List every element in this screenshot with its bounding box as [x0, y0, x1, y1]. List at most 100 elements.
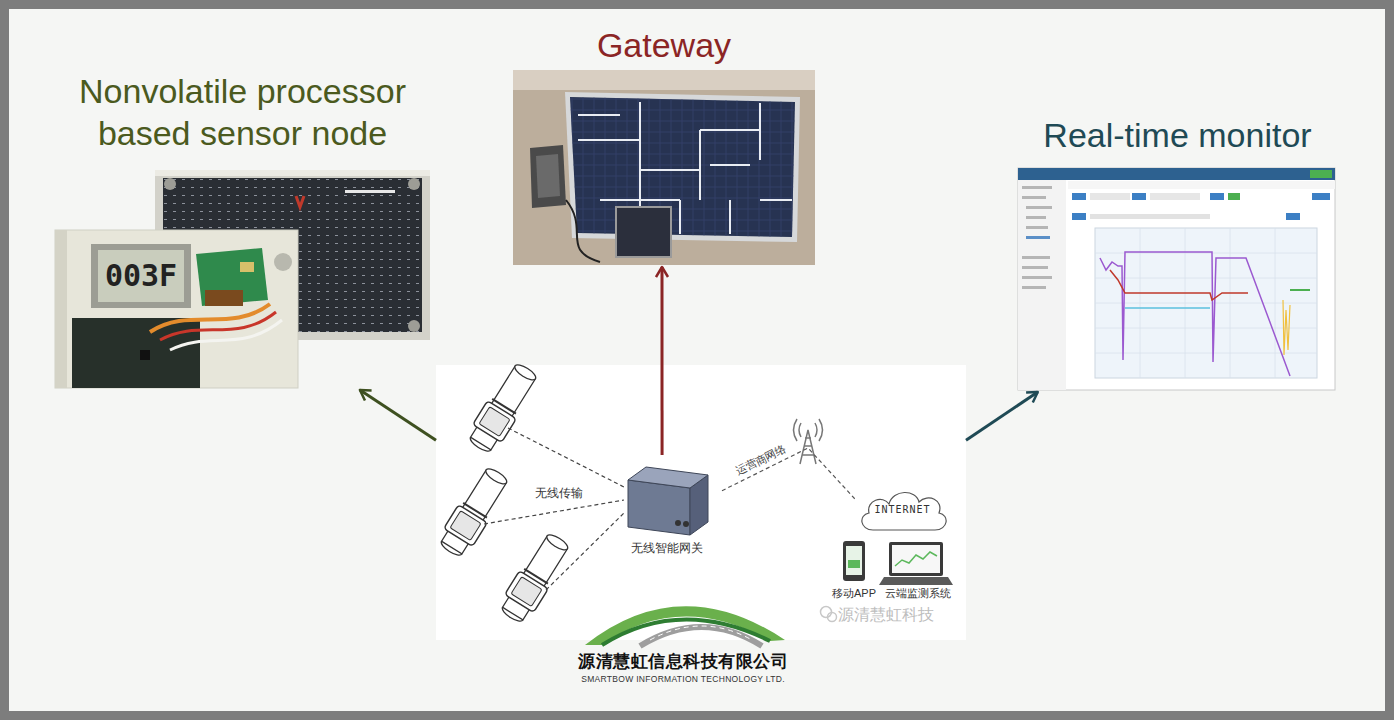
gateway-photo — [513, 70, 815, 90]
laptop-icon — [892, 545, 940, 573]
sensor-node-panel: Nonvolatile processor based sensor node — [50, 68, 435, 390]
gateway-photo — [530, 145, 566, 208]
monitor-screenshot — [1022, 186, 1052, 189]
monitor-screenshot — [1026, 236, 1050, 239]
gateway-photo — [570, 97, 795, 237]
pipe-sensor — [513, 362, 538, 382]
pointer-arrow — [966, 392, 1038, 440]
pipe-sensor — [435, 464, 513, 561]
sensor-photo-back — [408, 320, 420, 332]
wireless-link — [484, 500, 624, 524]
company-logo — [640, 627, 762, 646]
monitor-screenshot — [1018, 168, 1335, 390]
pipe-sensor — [511, 577, 542, 607]
laptop-icon — [879, 542, 953, 585]
sensor-photo-front — [160, 312, 276, 340]
system-figure-ground — [436, 365, 966, 640]
edge-label: 运营商网络 — [731, 441, 790, 479]
monitor-screenshot — [1072, 193, 1086, 200]
pipe-sensor — [473, 401, 517, 443]
monitor-screenshot — [1132, 193, 1146, 200]
system-figure-ground — [436, 365, 966, 640]
company-logo — [650, 626, 752, 640]
sensor-photo-back — [296, 196, 304, 207]
pipe-sensor — [545, 532, 570, 552]
monitor-screenshot — [1018, 180, 1066, 390]
gateway-device-icon — [675, 520, 681, 526]
gateway-photo — [513, 70, 815, 265]
monitor-screenshot — [1022, 266, 1048, 269]
link-label: 无线传输 — [533, 486, 585, 500]
monitor-screenshot — [1022, 256, 1050, 259]
sensor-photo-front — [91, 244, 191, 308]
sensor-photo-back — [345, 190, 395, 193]
wireless-link — [546, 513, 624, 590]
pipe-sensor — [444, 505, 488, 547]
node-text: 源清慧虹信息科技有限公司 — [573, 652, 793, 672]
sensor-photo-front — [72, 318, 200, 388]
monitor-screenshot — [1095, 228, 1317, 378]
monitor-screenshot — [1110, 270, 1248, 300]
monitor-screenshot — [1090, 214, 1210, 219]
node-text: Gateway — [510, 24, 818, 66]
watermark-icon — [828, 613, 837, 622]
sensor-photo-front — [196, 248, 268, 306]
gateway-device-icon — [628, 467, 708, 488]
laptop-icon — [879, 577, 953, 585]
page-frame — [9, 9, 1385, 711]
monitor-screenshot — [1022, 196, 1046, 199]
pipe-sensor — [439, 541, 462, 558]
monitor-screenshot — [1022, 286, 1046, 289]
gateway-photo — [513, 70, 815, 265]
wireless-link — [484, 428, 624, 590]
pipe-sensor — [450, 511, 481, 541]
pipe-sensor — [505, 571, 549, 613]
phone-icon — [843, 541, 865, 581]
monitor-screenshot — [1312, 193, 1330, 200]
monitor-screenshot — [1026, 206, 1052, 209]
watermark: 源清慧虹科技 — [838, 605, 934, 624]
pipe-sensor — [442, 470, 507, 554]
monitor-screenshot — [1095, 228, 1317, 378]
monitor-screenshot — [1068, 181, 1335, 189]
monitor-screenshot — [1286, 213, 1300, 220]
company-logo — [585, 606, 785, 645]
monitor-screenshot — [1100, 252, 1290, 376]
monitor-screenshot — [1018, 168, 1335, 390]
node-text: 云端监测系统 — [880, 586, 956, 600]
node-text: 无线智能网关 — [612, 541, 722, 556]
gateway-panel: Gateway — [510, 22, 818, 267]
cell-tower — [794, 419, 823, 464]
pipe-sensor — [479, 407, 510, 437]
sensor-photo-back — [408, 178, 420, 190]
monitor-screenshot — [1283, 300, 1290, 355]
monitor-screenshot — [1026, 216, 1046, 219]
pipe-sensor — [471, 366, 536, 450]
monitor-screenshot — [1026, 226, 1048, 229]
monitor-screenshot — [1090, 193, 1130, 200]
gateway-photo — [565, 92, 800, 242]
monitor-screenshot — [1018, 168, 1335, 180]
cell-tower — [800, 430, 816, 464]
monitor-panel: Real-time monitor — [1015, 112, 1340, 392]
sensor-photo-back — [155, 170, 430, 176]
mobile-app: 移动APP — [830, 536, 878, 600]
sensor-photo-front — [98, 250, 184, 302]
monitor-screenshot — [1150, 193, 1200, 200]
gateway-photo — [536, 154, 560, 198]
watermark-icon — [821, 607, 832, 618]
node-subtext: SMARTBOW INFORMATION TECHNOLOGY LTD. — [573, 674, 793, 685]
company-logo — [602, 619, 770, 645]
sensor-photo-front — [240, 262, 254, 272]
sensor-photo-front — [55, 230, 298, 388]
cloud-monitor: 云端监测系统 — [880, 536, 956, 600]
monitor-screenshot — [1125, 307, 1210, 309]
pointer-arrow — [660, 267, 663, 455]
gateway-device-icon — [628, 480, 690, 535]
sensor-photo-front — [55, 230, 67, 388]
wireless-link — [508, 428, 624, 487]
sensor-photo-front — [55, 230, 298, 388]
monitor-screenshot — [1290, 289, 1310, 291]
phone-icon — [846, 546, 862, 575]
pointer-arrow — [360, 390, 436, 440]
